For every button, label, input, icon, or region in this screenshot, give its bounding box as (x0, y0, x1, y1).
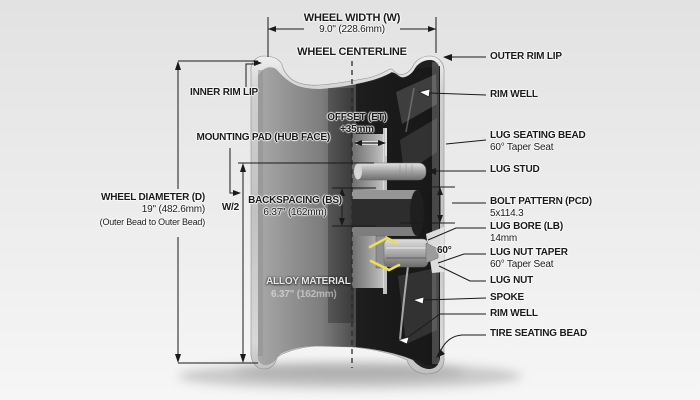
right-callouts (396, 54, 487, 358)
mounting-pad-callout (229, 148, 374, 196)
wheel-diameter-value: 19" (482.6mm) (141, 204, 205, 215)
label-wheel-diameter: WHEEL DIAMETER (D) 19" (482.6mm) (Outer … (55, 192, 206, 228)
offset-value: +35mm (340, 124, 374, 135)
inner-rim-lip-callout (245, 60, 262, 87)
label-inner-rim-lip: INNER RIM LIP (190, 87, 258, 98)
label-taper-angle: 60° (437, 245, 452, 256)
wheel-diameter-title: WHEEL DIAMETER (D) (101, 192, 205, 203)
wheel-width-value: 9.0" (228.6mm) (319, 24, 385, 35)
backspacing-title: BACKSPACING (BS) (248, 195, 342, 206)
label-lug-seating-bead: LUG SEATING BEAD 60° Taper Seat (490, 130, 586, 153)
label-lug-stud: LUG STUD (490, 164, 540, 175)
half-width-dimension (240, 163, 246, 363)
backspacing-dimension (332, 187, 376, 227)
hub-bore-render (352, 190, 424, 236)
label-lug-bore: LUG BORE (LB) 14mm (490, 221, 563, 244)
wheel-width-dimension (267, 17, 437, 57)
label-lug-nut: LUG NUT (490, 275, 534, 286)
label-rim-well-upper: RIM WELL (490, 89, 538, 100)
backspacing-value: 6.37" (162mm) (263, 207, 327, 218)
offset-title: OFFSET (ET) (327, 112, 387, 123)
label-bolt-pattern: BOLT PATTERN (PCD) 5x114.3 (490, 196, 592, 219)
lug-nut-render (375, 235, 439, 269)
label-outer-rim-lip: OUTER RIM LIP (490, 51, 562, 62)
label-offset: OFFSET (ET) +35mm (318, 112, 396, 136)
lug-stud-render (353, 162, 427, 181)
offset-dimension (354, 128, 387, 156)
ground-shadow (178, 363, 522, 389)
wheel-width-label-group: WHEEL WIDTH (W) 9.0" (228.6mm) (252, 12, 452, 36)
label-spoke: SPOKE (490, 292, 525, 303)
bolt-pattern-dimension (400, 186, 455, 224)
taper-marker-icon (368, 236, 401, 272)
wheel-width-title: WHEEL WIDTH (W) (303, 12, 401, 24)
label-rim-well-lower: RIM WELL (490, 308, 538, 319)
label-lug-nut-taper: LUG NUT TAPER 60° Taper Seat (490, 247, 568, 270)
label-mounting-pad: MOUNTING PAD (HUB FACE) (196, 132, 330, 143)
label-alloy-value-ghost: 6.37" (162mm) (271, 289, 337, 300)
wheel-centerline-label: WHEEL CENTERLINE (297, 46, 407, 58)
wheel-diameter-note: (Outer Bead to Outer Bead) (99, 217, 206, 227)
wheel-diameter-dimension (175, 60, 258, 364)
label-tire-seating-bead: TIRE SEATING BEAD (490, 328, 587, 339)
label-alloy-material: ALLOY MATERIAL (266, 276, 351, 287)
dimension-lines (175, 17, 487, 364)
label-backspacing: BACKSPACING (BS) 6.37" (162mm) (248, 195, 342, 219)
wheel-render (250, 55, 445, 375)
label-half-width: W/2 (221, 202, 239, 213)
